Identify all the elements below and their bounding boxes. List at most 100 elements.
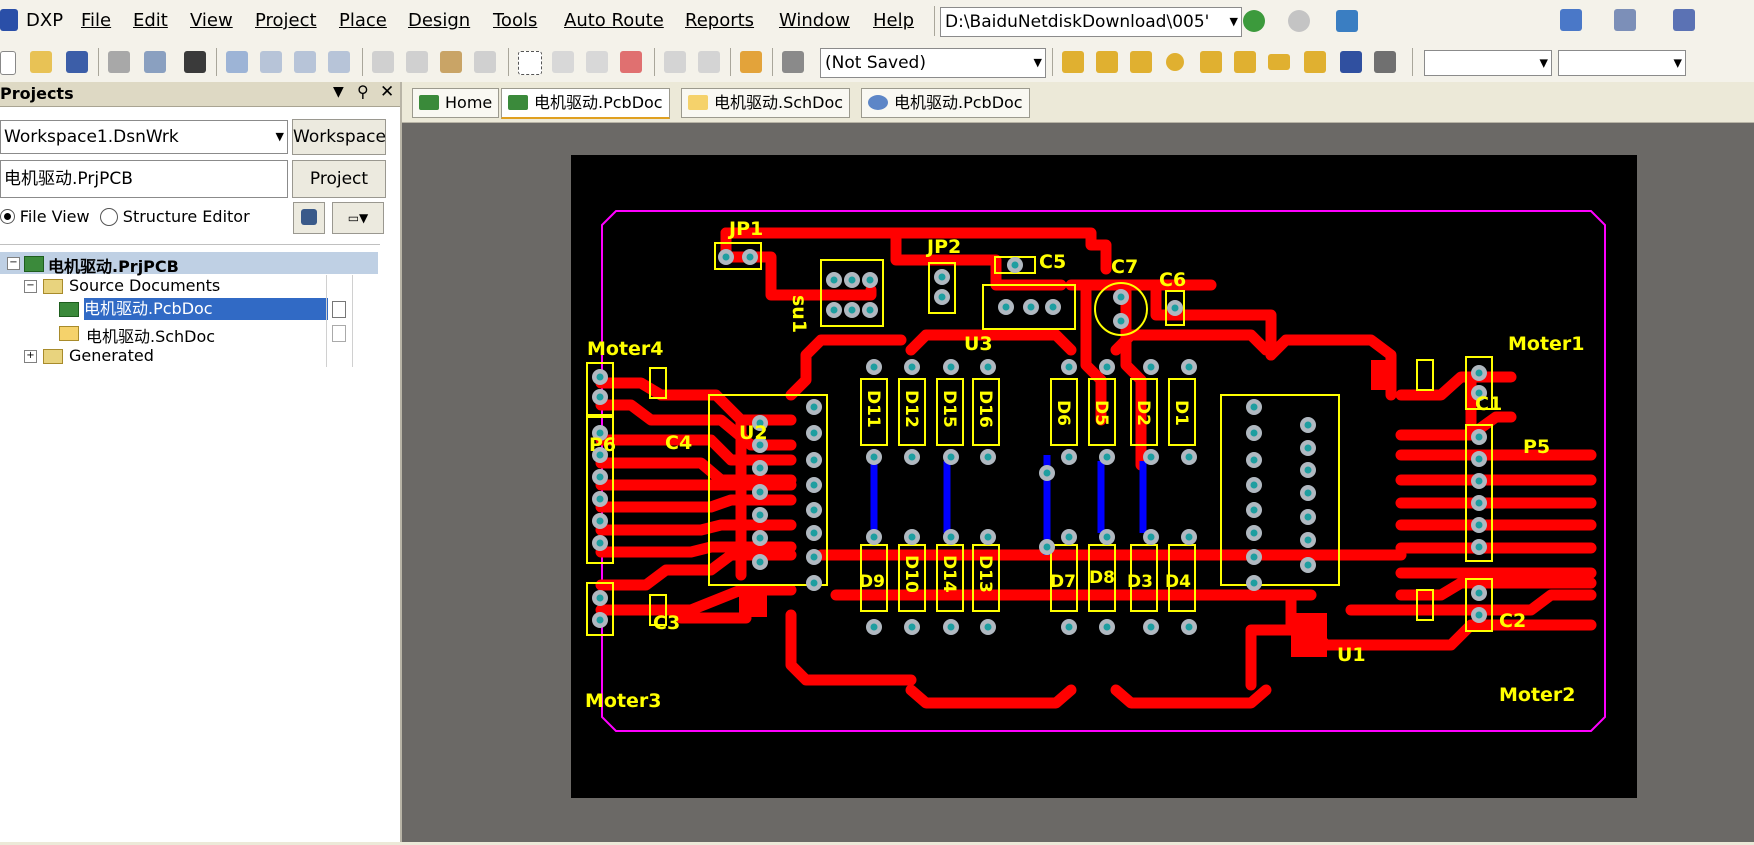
- print-icon[interactable]: [108, 51, 130, 73]
- snap-grid-combo[interactable]: ▼: [1424, 50, 1552, 76]
- menu-project[interactable]: Project: [255, 10, 317, 31]
- menu-auto-route[interactable]: Auto Route: [564, 10, 664, 31]
- layer-stack-icon[interactable]: [184, 51, 206, 73]
- save-icon[interactable]: [66, 51, 88, 73]
- menu-help[interactable]: Help: [873, 10, 914, 31]
- menu-dxp[interactable]: DXP: [26, 10, 63, 31]
- new-doc-icon[interactable]: [0, 51, 16, 75]
- pad-hole: [1304, 421, 1312, 429]
- top-layer-traces: [595, 227, 1597, 709]
- pad-hole: [596, 594, 604, 602]
- polygon-icon[interactable]: [1304, 51, 1326, 73]
- pad-hole: [810, 579, 818, 587]
- pad-hole: [810, 529, 818, 537]
- component-filter-icon[interactable]: [782, 51, 804, 73]
- tree-item-project[interactable]: − 电机驱动.PrjPCB: [0, 252, 378, 276]
- collapse-icon[interactable]: −: [7, 257, 20, 270]
- tree-folder-generated[interactable]: + Generated: [0, 345, 378, 367]
- chevron-down-icon[interactable]: ▼: [1539, 56, 1548, 70]
- menu-reports[interactable]: Reports: [685, 10, 754, 31]
- project-menu-button[interactable]: ▭▼: [332, 202, 384, 234]
- structure-editor-radio[interactable]: Structure Editor: [100, 207, 250, 226]
- panel-menu-icon[interactable]: ▼: [333, 84, 344, 100]
- select-area-icon[interactable]: [518, 51, 542, 75]
- tree-item-project-label: 电机驱动.PrjPCB: [48, 257, 179, 276]
- workspace-button[interactable]: Workspace: [292, 119, 386, 155]
- pad-hole: [1304, 561, 1312, 569]
- open-folder-icon[interactable]: [30, 51, 52, 73]
- zoom-selected-icon[interactable]: [294, 51, 316, 73]
- menu-separator: [934, 6, 935, 36]
- pcb-board-view[interactable]: JP1 JP2 C5 C7 C6 su1 U3 Moter4 Moter1 Mo…: [571, 155, 1637, 798]
- arc-icon[interactable]: [1234, 51, 1256, 73]
- pad-icon[interactable]: [1200, 51, 1222, 73]
- menu-design[interactable]: Design: [408, 10, 470, 31]
- document-path-combo[interactable]: D:\BaiduNetdiskDownload\005' ▼: [940, 7, 1242, 37]
- expand-icon[interactable]: +: [24, 350, 37, 363]
- menu-tools[interactable]: Tools: [493, 10, 537, 31]
- zoom-area-icon[interactable]: [260, 51, 282, 73]
- clear-icon[interactable]: [620, 51, 642, 73]
- menu-window[interactable]: Window: [779, 10, 850, 31]
- menu-file[interactable]: File: [81, 10, 111, 31]
- menu-bar: DXP File Edit View Project Place Design …: [0, 0, 1754, 43]
- tab-sch-doc[interactable]: 电机驱动.SchDoc: [681, 88, 851, 118]
- pin-icon[interactable]: ⚲: [357, 82, 369, 101]
- forward-icon[interactable]: [1288, 10, 1310, 32]
- pad-hole: [908, 533, 916, 541]
- tab-home[interactable]: Home: [412, 88, 500, 118]
- pad-hole: [1185, 363, 1193, 371]
- menu-reports-label: Reports: [685, 10, 755, 31]
- home-nav-icon[interactable]: [1336, 10, 1358, 32]
- print-preview-icon[interactable]: [144, 51, 166, 73]
- move-icon[interactable]: [552, 51, 574, 73]
- pad-hole: [1065, 363, 1073, 371]
- file-view-radio[interactable]: File View: [0, 207, 90, 226]
- close-icon[interactable]: ✕: [380, 82, 395, 102]
- tree-folder-source-documents[interactable]: − Source Documents: [0, 275, 378, 297]
- layer-combo[interactable]: ▼: [1558, 50, 1686, 76]
- tree-item-sch-doc[interactable]: 电机驱动.SchDoc: [0, 322, 378, 346]
- copy-icon[interactable]: [406, 51, 428, 73]
- redo-icon[interactable]: [698, 51, 720, 73]
- collapse-icon[interactable]: −: [24, 280, 37, 293]
- dxp-logo-icon[interactable]: [0, 9, 18, 31]
- rubber-stamp-icon[interactable]: [474, 51, 496, 73]
- fill-icon[interactable]: [1268, 54, 1290, 70]
- menu-place[interactable]: Place: [339, 10, 387, 31]
- project-options-button[interactable]: [293, 202, 325, 234]
- menu-edit[interactable]: Edit: [133, 10, 168, 31]
- tree-item-pcb-doc[interactable]: 电机驱动.PcbDoc: [0, 298, 378, 320]
- zoom-filtered-icon[interactable]: [328, 51, 350, 73]
- chevron-down-icon[interactable]: ▼: [1229, 15, 1238, 28]
- tab-pcb-doc[interactable]: 电机驱动.PcbDoc: [501, 88, 670, 119]
- pad-hole: [1043, 543, 1051, 551]
- undo-icon[interactable]: [664, 51, 686, 73]
- cut-icon[interactable]: [372, 51, 394, 73]
- string-icon[interactable]: [1340, 51, 1362, 73]
- tab-web-pcb[interactable]: 电机驱动.PcbDoc: [861, 88, 1030, 118]
- sch-doc-icon: [59, 326, 79, 341]
- menu-view[interactable]: View: [190, 10, 233, 31]
- zoom-fit-icon[interactable]: [226, 51, 248, 73]
- chevron-down-icon[interactable]: ▼: [1673, 56, 1682, 70]
- interactive-route-icon[interactable]: [1062, 51, 1084, 73]
- sheet-symbol-icon[interactable]: [1560, 9, 1582, 31]
- chevron-down-icon[interactable]: ▼: [275, 130, 284, 143]
- component-icon[interactable]: [1374, 51, 1396, 73]
- document-tab-bar: Home 电机驱动.PcbDoc 电机驱动.SchDoc 电机驱动.PcbDoc: [402, 82, 1754, 123]
- paste-icon[interactable]: [440, 51, 462, 73]
- align-icon[interactable]: [1614, 9, 1636, 31]
- project-button[interactable]: Project: [292, 160, 386, 198]
- jump-icon[interactable]: [740, 51, 762, 73]
- differential-pair-icon[interactable]: [1130, 51, 1152, 73]
- project-field[interactable]: 电机驱动.PrjPCB: [0, 160, 288, 198]
- cross-probe-icon[interactable]: [586, 51, 608, 73]
- route-multiple-icon[interactable]: [1096, 51, 1118, 73]
- workspace-combo[interactable]: Workspace1.DsnWrk ▼: [0, 120, 288, 154]
- chevron-down-icon[interactable]: ▼: [1033, 56, 1042, 69]
- find-similar-icon[interactable]: [1673, 9, 1695, 31]
- via-icon[interactable]: [1166, 53, 1184, 71]
- view-config-combo[interactable]: (Not Saved) ▼: [820, 48, 1046, 78]
- back-icon[interactable]: [1243, 10, 1265, 32]
